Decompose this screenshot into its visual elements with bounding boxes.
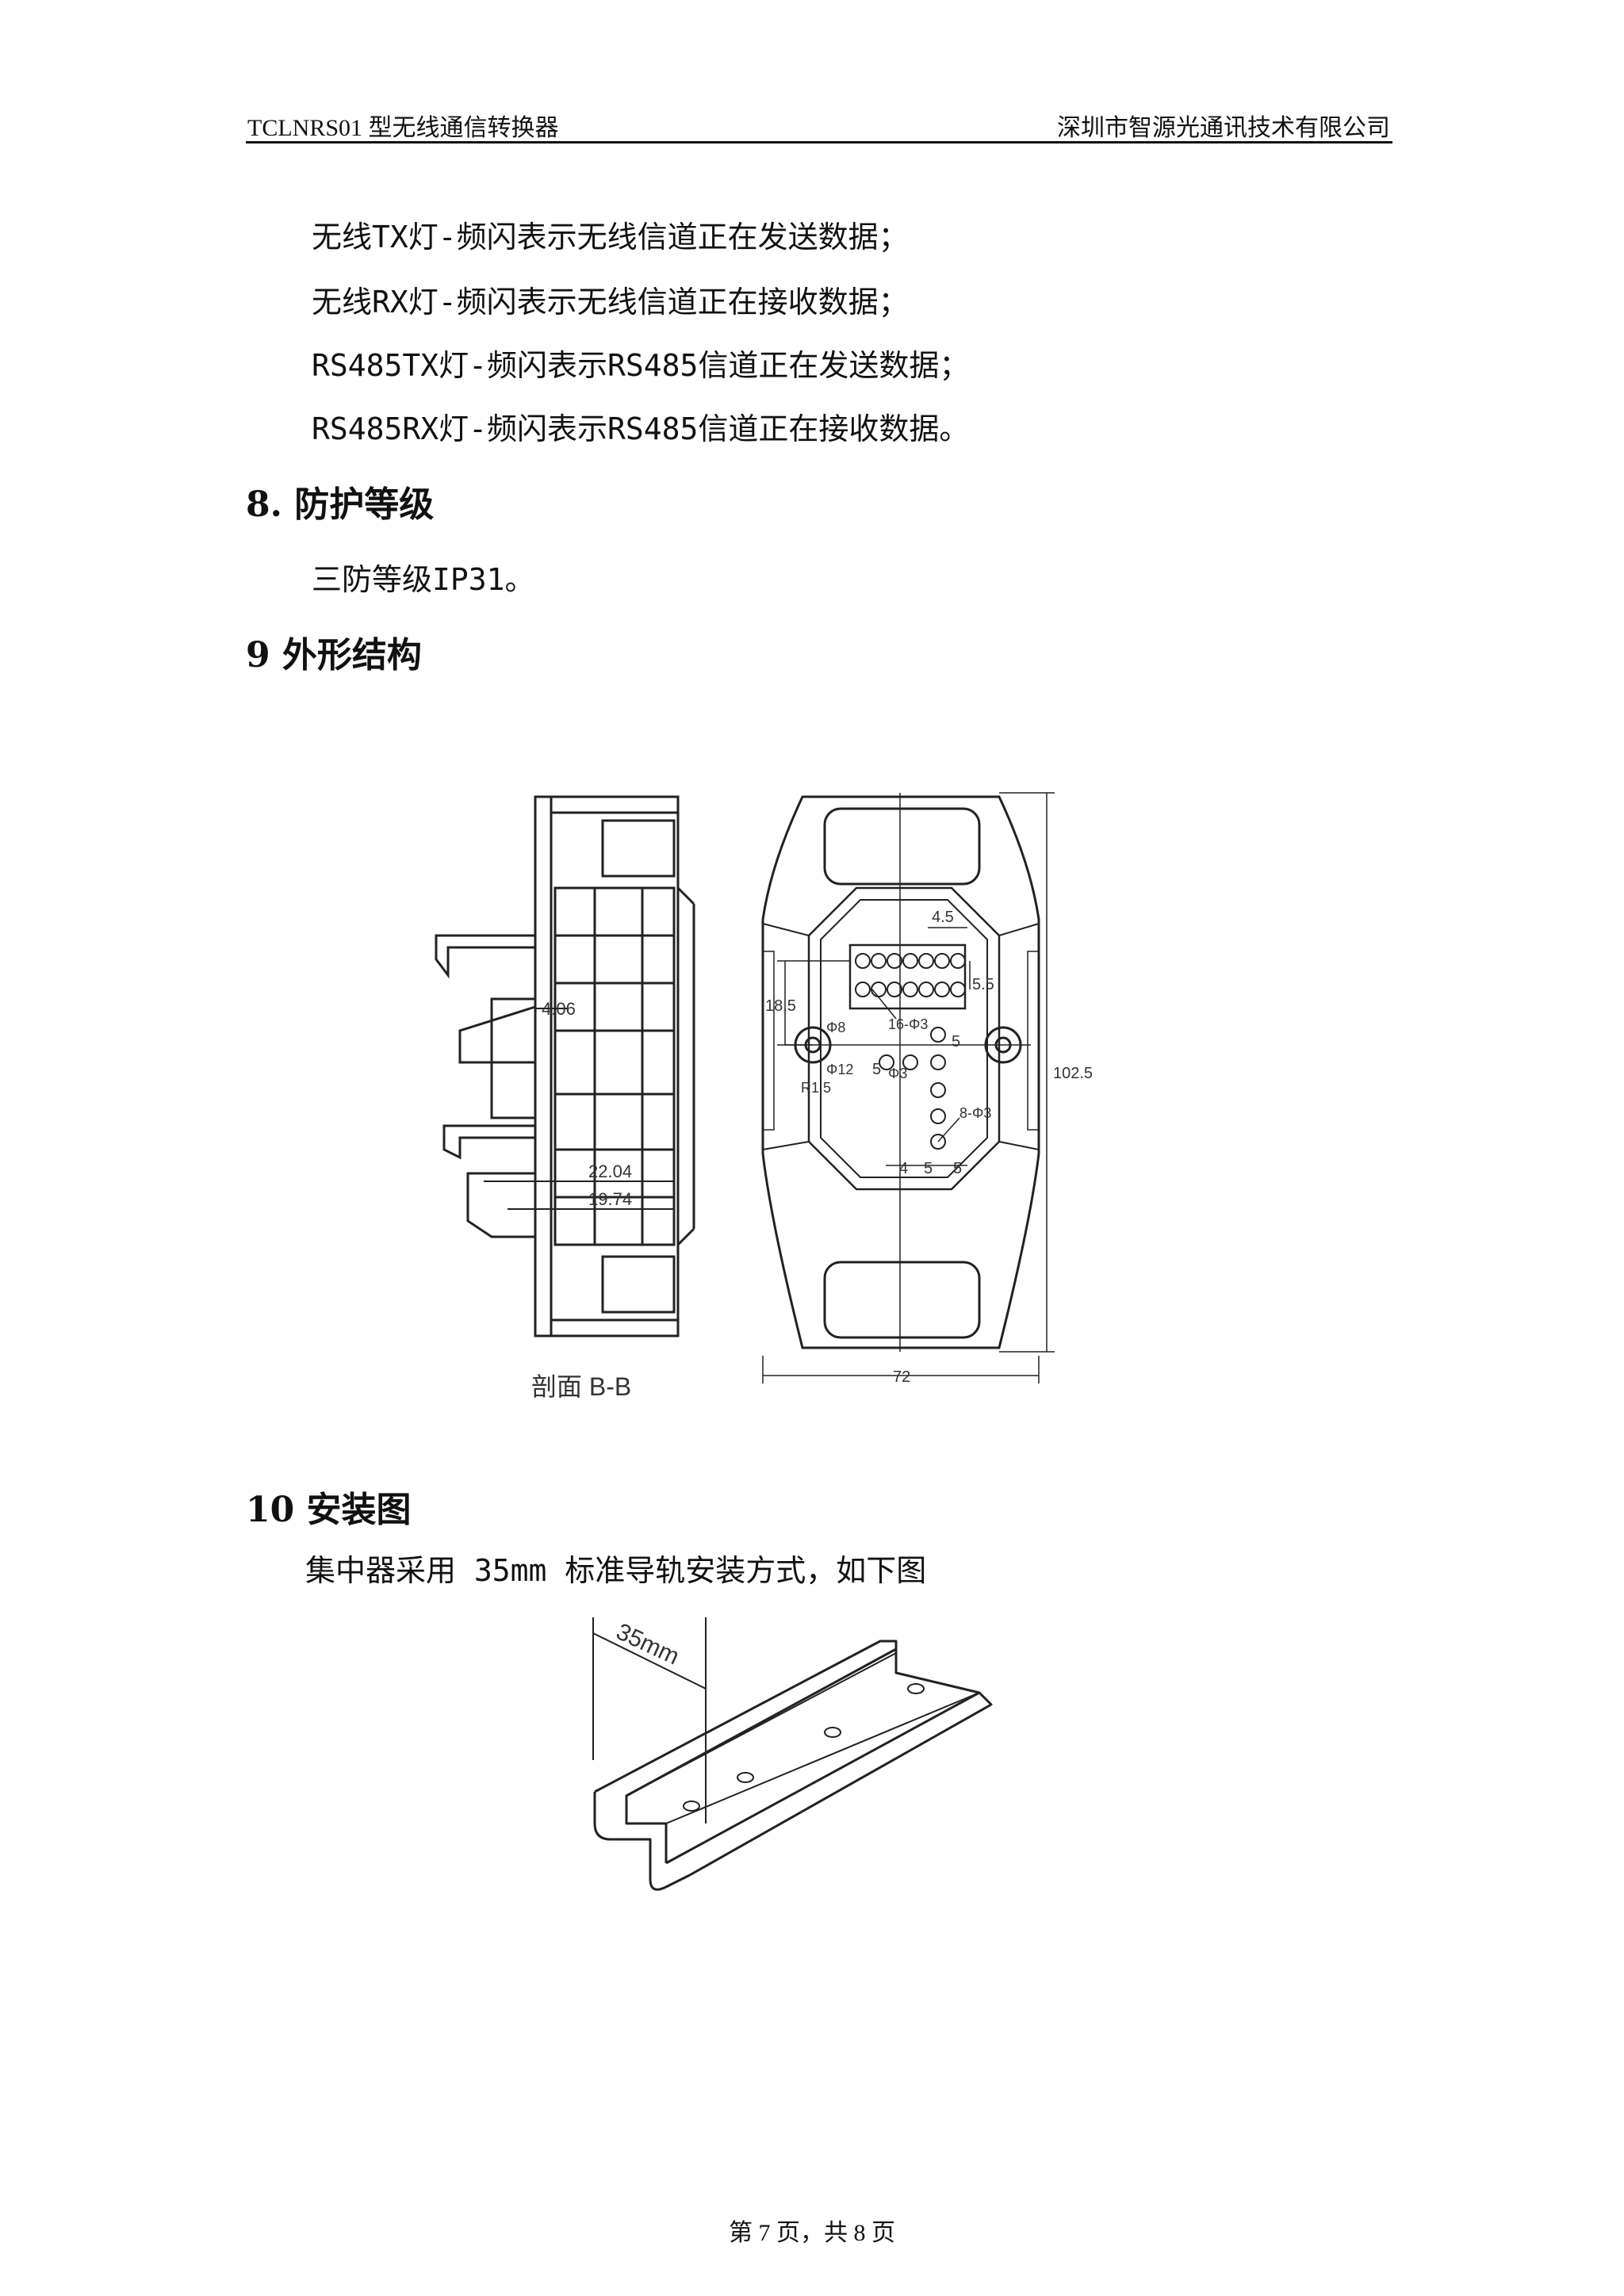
dim-phi12: Φ12 (826, 1062, 853, 1077)
rail-35mm-label: 35mm (612, 1618, 683, 1670)
dim-4-06: 4.06 (542, 999, 576, 1019)
dim-8-holes: 8-Φ3 (959, 1105, 991, 1121)
front-view: 4.5 5.5 18.5 102.5 72 4 5 5 5 5 Φ8 Φ12 R… (761, 792, 1093, 1386)
section-10-heading: 10 安装图 (246, 1490, 412, 1530)
section-8-text: 三防等级IP31。 (312, 562, 535, 597)
section-8-heading: 8. 防护等级 (246, 484, 435, 525)
indicator-line: 无线TX灯-频闪表示无线信道正在发送数据； (312, 220, 909, 254)
dim-102-5: 102.5 (1053, 1065, 1093, 1082)
dim-18-5: 18.5 (765, 997, 796, 1015)
dim-72: 72 (893, 1368, 910, 1386)
section-9-heading: 9 外形结构 (246, 635, 422, 675)
terminal-holes (855, 953, 966, 997)
dim-4-5: 4.5 (932, 909, 954, 926)
side-section-view: 4.06 22.04 19.74 剖面 B-B (435, 795, 695, 1401)
indicator-line: RS485RX灯-频闪表示RS485信道正在接收数据。 (312, 411, 970, 446)
dim-5-left: 5 (872, 1061, 881, 1078)
dim-r1-5: R1.5 (801, 1080, 831, 1096)
header-right-company: 深圳市智源光通讯技术有限公司 (1057, 115, 1390, 141)
section-10-text: 集中器采用 35mm 标准导轨安装方式，如下图 (305, 1553, 927, 1588)
dim-phi3: Φ3 (888, 1066, 907, 1081)
dim-19-74: 19.74 (588, 1189, 632, 1209)
indicator-line: 无线RX灯-频闪表示无线信道正在接收数据； (312, 285, 909, 320)
led-holes (879, 1027, 946, 1150)
dim-16-holes: 16-Φ3 (888, 1016, 928, 1032)
indicator-line: RS485TX灯-频闪表示RS485信道正在发送数据； (312, 348, 970, 383)
dim-4: 4 (899, 1160, 908, 1177)
dim-phi8: Φ8 (826, 1020, 845, 1035)
dim-22-04: 22.04 (588, 1161, 632, 1181)
section-bb-label: 剖面 B-B (531, 1372, 631, 1401)
outline-drawing: 4.06 22.04 19.74 剖面 B-B (435, 792, 1093, 1401)
dim-5-right: 5 (952, 1033, 960, 1050)
header-left-title: TCLNRS01 型无线通信转换器 (247, 115, 559, 141)
dim-5-bottom-a: 5 (924, 1160, 933, 1177)
din-rail-illustration: 35mm (592, 1617, 993, 1891)
page-footer: 第 7 页，共 8 页 (729, 2220, 895, 2246)
dim-5-5: 5.5 (972, 976, 994, 993)
header-rule (246, 141, 1392, 144)
dim-5-bottom-b: 5 (953, 1160, 962, 1177)
